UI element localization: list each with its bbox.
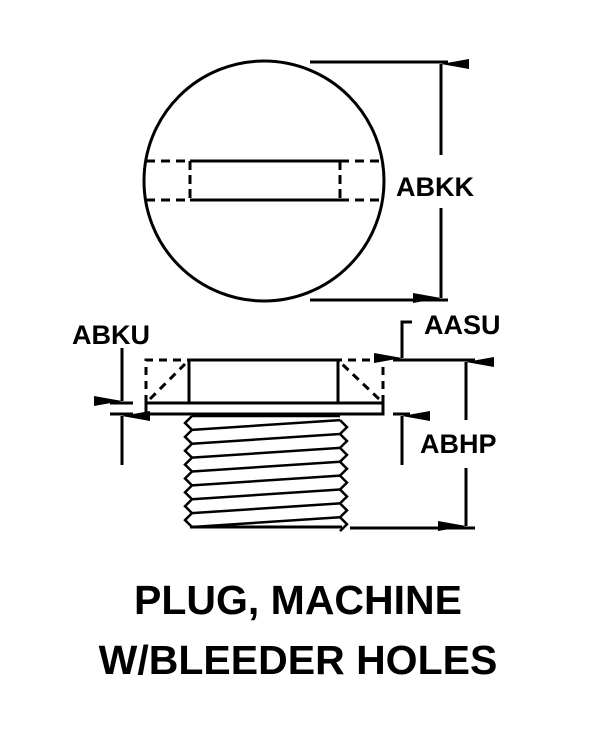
thread-line bbox=[191, 432, 341, 445]
title-line-2: W/BLEEDER HOLES bbox=[99, 637, 498, 683]
abkk-dimension bbox=[310, 58, 469, 303]
abhp-label: ABHP bbox=[420, 429, 497, 459]
side-view bbox=[94, 320, 494, 533]
thread-profile bbox=[339, 419, 349, 533]
thread-profile bbox=[183, 415, 193, 528]
thread-line bbox=[191, 418, 341, 432]
thread-line bbox=[191, 446, 341, 459]
top-view bbox=[142, 58, 469, 303]
abkk-label: ABKK bbox=[396, 172, 474, 202]
bleeder-holes bbox=[144, 358, 385, 403]
title-line-1: PLUG, MACHINE bbox=[134, 577, 462, 623]
thread-line bbox=[191, 516, 341, 529]
threads bbox=[183, 414, 349, 533]
thread-line bbox=[191, 460, 341, 473]
plug-head-outline bbox=[142, 59, 386, 303]
aasu-label: AASU bbox=[424, 310, 501, 340]
abku-label: ABKU bbox=[72, 320, 150, 350]
aasu-dimension bbox=[374, 320, 475, 465]
thread-line bbox=[191, 502, 341, 515]
abku-dimension bbox=[94, 348, 150, 465]
thread-line bbox=[191, 474, 341, 487]
flange bbox=[144, 401, 385, 416]
thread-line bbox=[191, 488, 341, 501]
slot bbox=[146, 159, 383, 202]
abhp-dimension bbox=[350, 357, 494, 531]
